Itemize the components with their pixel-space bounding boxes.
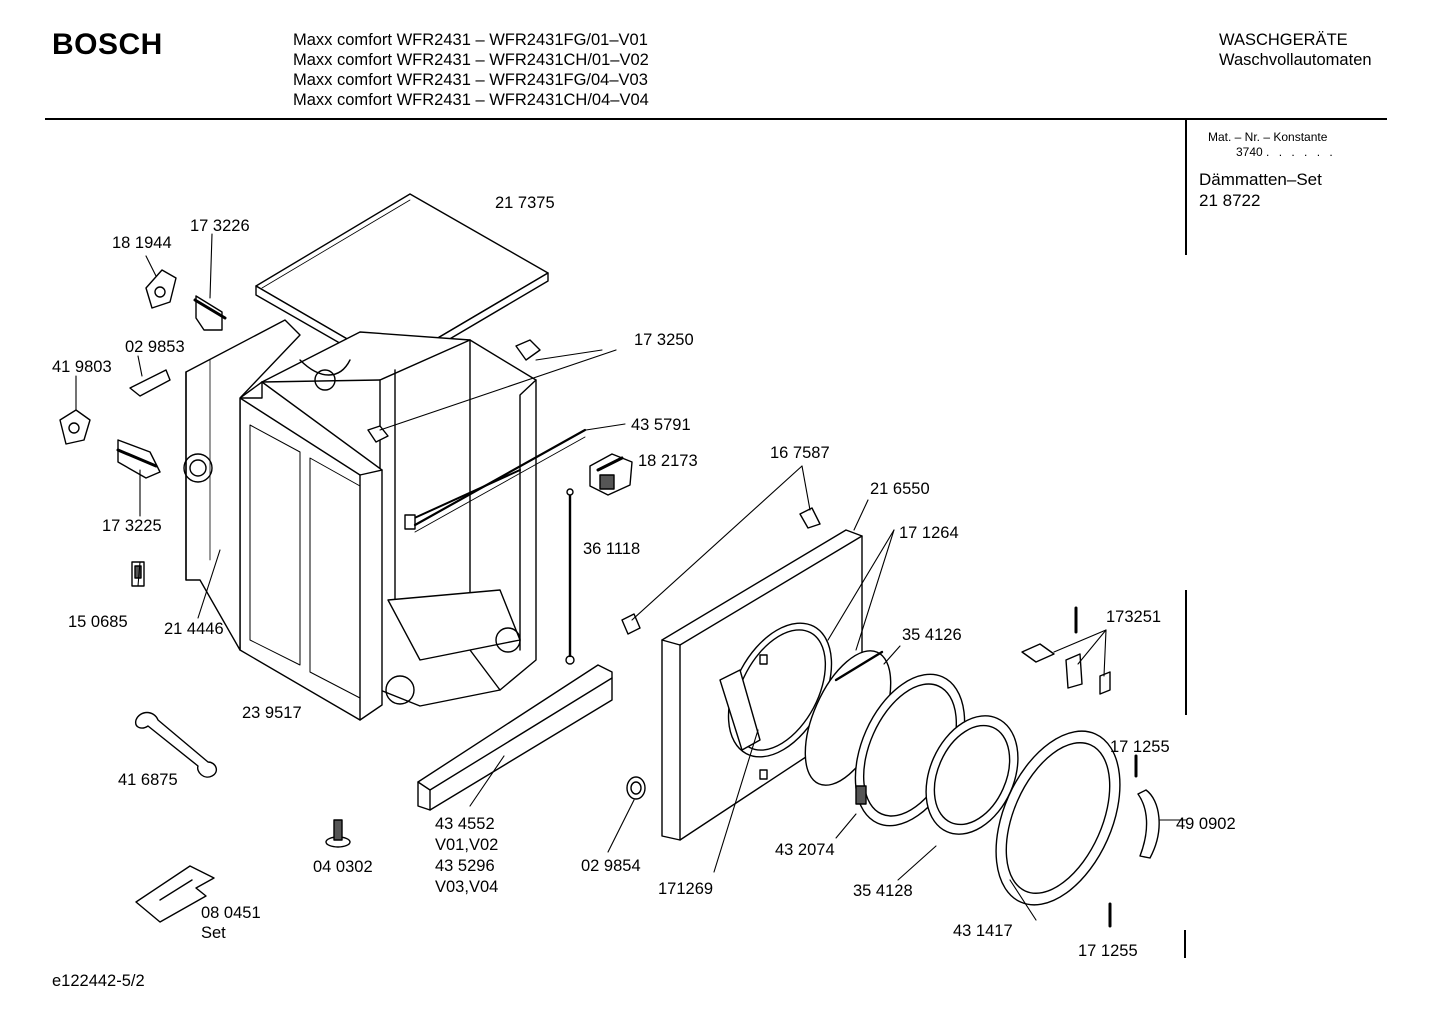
sidebar-divider <box>1185 120 1187 255</box>
part-label: 18 2173 <box>638 452 698 470</box>
part-label: 43 5296 <box>435 857 495 875</box>
foot-part <box>325 819 351 848</box>
model-line: Maxx comfort WFR2431 – WFR2431CH/04–V04 <box>293 91 649 109</box>
sidebar-divider <box>1185 590 1187 715</box>
document-id: e122442-5/2 <box>52 972 145 990</box>
model-line: Maxx comfort WFR2431 – WFR2431FG/04–V03 <box>293 71 648 89</box>
part-label: 171269 <box>658 880 714 898</box>
rod-part <box>565 488 575 665</box>
door-lock-part <box>589 453 633 496</box>
part-label: 21 6550 <box>870 480 930 498</box>
sidebar-divider <box>1184 930 1186 958</box>
clip-part <box>367 339 541 443</box>
mat-number-row: 3740 . . . . . . <box>1208 145 1336 160</box>
category-title: WASCHGERÄTE <box>1219 31 1348 49</box>
front-panel <box>661 529 863 841</box>
wrench-tool <box>134 711 218 778</box>
part-label: 21 7375 <box>495 194 555 212</box>
part-label: 17 1255 <box>1110 738 1170 756</box>
hook-part <box>1021 606 1138 928</box>
set-number: 21 8722 <box>1199 191 1261 210</box>
part-label: V03,V04 <box>435 878 499 896</box>
part-label: 18 1944 <box>112 234 172 252</box>
part-label: Set <box>201 924 226 942</box>
cabinet-frame <box>261 331 537 707</box>
part-label: 43 5791 <box>631 416 691 434</box>
fascia-panel <box>417 664 613 811</box>
part-label: 23 9517 <box>242 704 302 722</box>
brand-logo: BOSCH <box>52 28 163 61</box>
side-panel <box>239 381 383 721</box>
category-block: WASCHGERÄTE Waschvollautomaten <box>1219 30 1372 70</box>
model-line: Maxx comfort WFR2431 – WFR2431CH/01–V02 <box>293 51 649 69</box>
door-glass <box>925 715 1019 835</box>
door-handle <box>1137 789 1160 859</box>
part-label: 173251 <box>1106 608 1162 626</box>
part-label: 36 1118 <box>583 540 641 558</box>
part-label: 02 9854 <box>581 857 641 875</box>
part-label: 41 9803 <box>52 358 112 376</box>
mat-dots: . . . . . . <box>1266 145 1336 159</box>
part-label: 17 3225 <box>102 517 162 535</box>
part-label: 43 2074 <box>775 841 835 859</box>
insulation-set: Dämmatten–Set 21 8722 <box>1199 169 1322 211</box>
part-label: 16 7587 <box>770 444 830 462</box>
mat-title: Mat. – Nr. – Konstante <box>1208 130 1328 144</box>
part-label: 17 1255 <box>1078 942 1138 960</box>
part-label: 08 0451 <box>201 904 261 922</box>
hinge-part <box>621 507 821 635</box>
header-divider <box>45 118 1387 120</box>
part-label: 43 1417 <box>953 922 1013 940</box>
part-label: 49 0902 <box>1176 815 1236 833</box>
material-constant: Mat. – Nr. – Konstante 3740 . . . . . . <box>1208 130 1336 160</box>
set-name: Dämmatten–Set <box>1199 170 1322 189</box>
mat-number: 3740 <box>1236 145 1263 159</box>
transport-set-part <box>135 865 215 923</box>
part-label: 35 4128 <box>853 882 913 900</box>
door-outer-ring <box>995 730 1121 906</box>
part-label: 41 6875 <box>118 771 178 789</box>
part-label: 17 1264 <box>899 524 959 542</box>
part-label: V01,V02 <box>435 836 499 854</box>
leader-lines <box>75 233 1187 921</box>
part-label: 02 9853 <box>125 338 185 356</box>
part-label: 04 0302 <box>313 858 373 876</box>
part-label: 35 4126 <box>902 626 962 644</box>
part-label: 17 3226 <box>190 217 250 235</box>
knob-part <box>626 776 646 800</box>
connector-part <box>59 269 227 587</box>
model-line: Maxx comfort WFR2431 – WFR2431FG/01–V01 <box>293 31 648 49</box>
model-list: Maxx comfort WFR2431 – WFR2431FG/01–V01 … <box>293 30 649 110</box>
part-label: 21 4446 <box>164 620 224 638</box>
part-label: 15 0685 <box>68 613 128 631</box>
strut <box>413 428 587 533</box>
part-label: 17 3250 <box>634 331 694 349</box>
category-subtitle: Waschvollautomaten <box>1219 51 1372 69</box>
part-label: 43 4552 <box>435 815 495 833</box>
